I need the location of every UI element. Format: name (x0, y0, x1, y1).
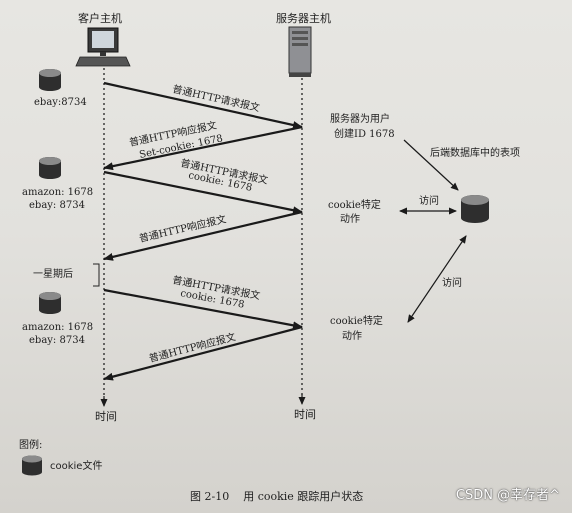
server-time-label: 时间 (294, 408, 316, 421)
cookie-file-content-3-line2: ebay: 8734 (29, 335, 85, 346)
response-arrow-3 (103, 325, 303, 381)
cookie-file-content-2-line2: ebay: 8734 (29, 200, 85, 211)
database-icon (461, 195, 489, 223)
server-tower-icon (288, 26, 312, 77)
cookie-file-content-2-line1: amazon: 1678 (22, 187, 93, 198)
legend-cookie-label: cookie文件 (50, 459, 102, 472)
database-pointer-arrow (403, 139, 459, 191)
client-time-label: 时间 (95, 410, 117, 423)
access-label-1: 访问 (419, 194, 439, 207)
request-arrow-2 (103, 170, 303, 215)
legend-cookie-icon (22, 455, 42, 476)
request-arrow-1 (103, 81, 303, 129)
server-note-action-1-line1: cookie特定 (328, 198, 381, 211)
server-host-label: 服务器主机 (276, 11, 331, 25)
one-week-later-label: 一星期后 (33, 268, 73, 280)
cookie-file-content-1: ebay:8734 (34, 97, 87, 108)
cookie-file-icon (39, 69, 61, 91)
response-arrow-1 (103, 125, 303, 171)
legend-title: 图例: (19, 438, 42, 451)
access-arrow-2 (407, 235, 467, 323)
server-note-create-id-line2: 创建ID 1678 (334, 127, 395, 140)
one-week-bracket (93, 263, 100, 287)
response-arrow-2 (103, 210, 303, 261)
server-note-action-1-line2: 动作 (340, 213, 360, 225)
request-arrow-3 (103, 288, 303, 330)
server-note-action-2-line2: 动作 (342, 330, 362, 342)
cookie-file-content-3-line1: amazon: 1678 (22, 322, 93, 333)
cookie-file-icon (39, 157, 61, 179)
figure-caption: 图 2-10 用 cookie 跟踪用户状态 (190, 489, 363, 503)
cookie-file-icon (39, 292, 61, 314)
server-note-action-2-line1: cookie特定 (330, 314, 383, 327)
server-note-create-id-line1: 服务器为用户 (330, 112, 390, 125)
client-computer-icon (75, 27, 131, 67)
message-1-line1: 普通HTTP请求报文 (171, 82, 261, 114)
database-label: 后端数据库中的表项 (430, 146, 520, 159)
access-label-2: 访问 (442, 276, 462, 289)
csdn-watermark: CSDN @幸存者^ (455, 488, 560, 503)
client-host-label: 客户主机 (78, 11, 122, 25)
